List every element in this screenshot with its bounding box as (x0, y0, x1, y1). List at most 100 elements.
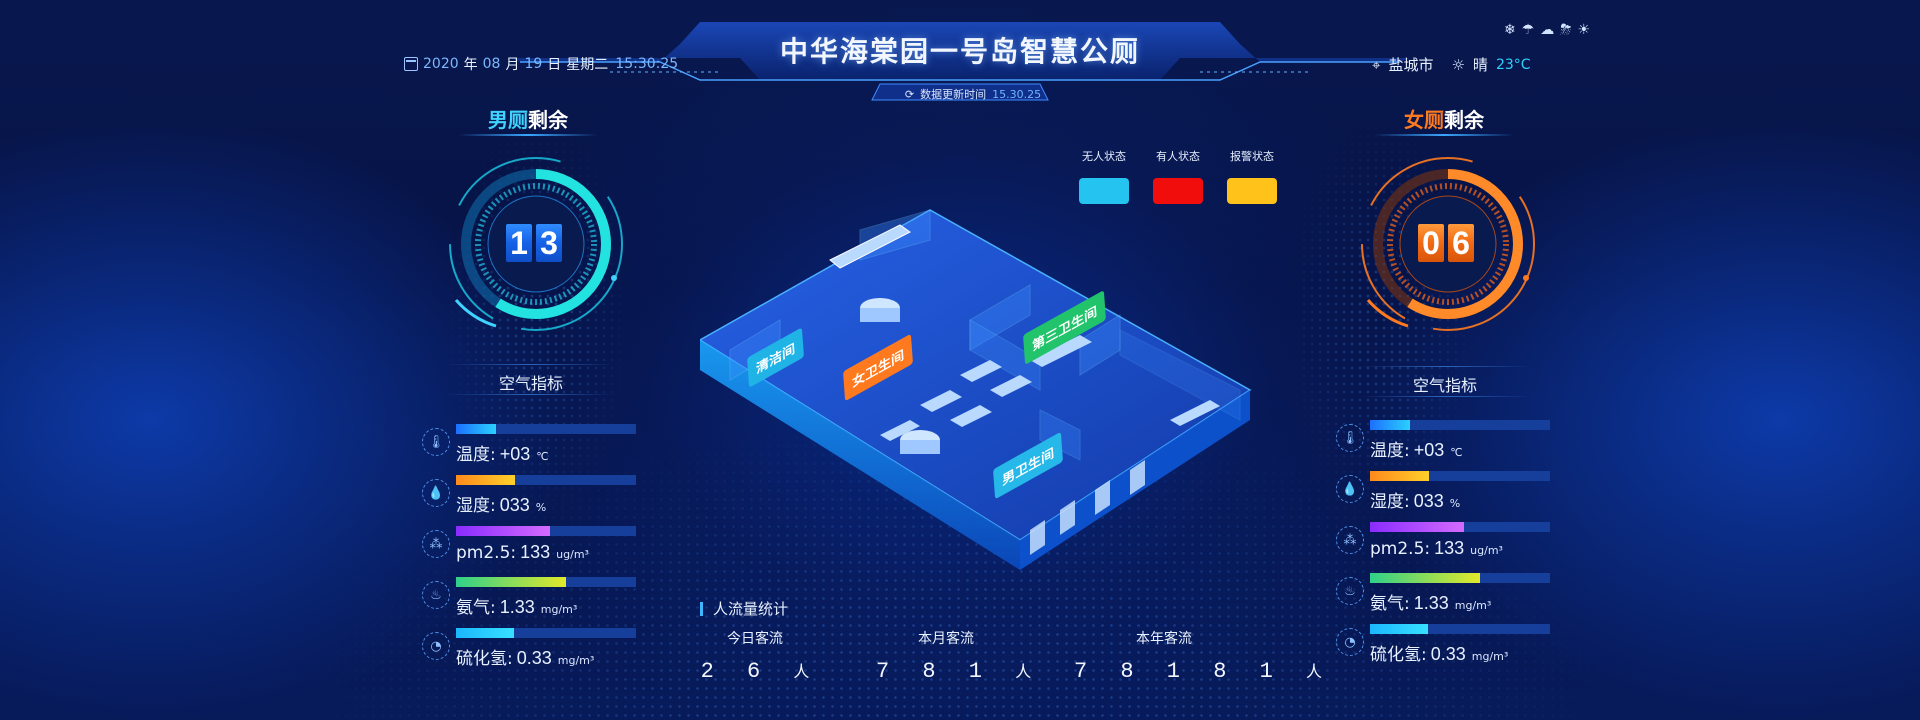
header-frame (510, 22, 1410, 101)
air-label: 温度: (456, 445, 496, 465)
male-suffix: 剩余 (528, 108, 568, 132)
update-time-value: 15.30.25 (992, 87, 1042, 101)
air-unit: ug/m³ (556, 548, 589, 561)
female-gender-label: 女 (1404, 108, 1424, 132)
air-level-track (1370, 522, 1550, 532)
male-digit-1: 1 (506, 224, 532, 262)
legend-alarm: 报警状态 (1226, 148, 1278, 204)
legend-label: 报警状态 (1230, 150, 1274, 163)
air-unit: ℃ (1450, 446, 1463, 459)
air-value: +03 (1413, 440, 1445, 460)
air-index-row: 🌡温度:+03℃ (422, 424, 662, 466)
air-reading: 湿度:033% (456, 491, 546, 516)
location-pin-icon: ⌖ (1372, 55, 1381, 74)
day-label: 日 (547, 57, 562, 73)
air-value: 0.33 (516, 648, 552, 668)
air-level-fill (456, 424, 496, 434)
male-title-text: 厕 (508, 108, 528, 132)
year-label: 年 (463, 57, 478, 73)
air-level-fill (456, 577, 566, 587)
update-label: 数据更新时间 (920, 88, 987, 101)
legend-swatch (1079, 178, 1129, 204)
traffic-year-value: 7 8 1 8 1 (1074, 659, 1283, 684)
air-index-row: ♨ 氨气:1.33 mg/m³ (1336, 573, 1576, 615)
traffic-month: 本月客流 7 8 1 人 (876, 628, 1031, 684)
rain-icon: ☂ (1521, 22, 1535, 38)
air-index-row: 💧湿度:033% (422, 475, 662, 517)
refresh-icon[interactable]: ⟳ (904, 87, 915, 101)
weather-icon-strip: ❄☂☁⛈☀ (1504, 22, 1590, 38)
air-label: 温度: (1370, 441, 1410, 461)
thermometer-icon: 🌡 (422, 428, 450, 456)
ammonia-icon: ♨ (1336, 577, 1364, 605)
sun-icon: ☼ (1451, 55, 1465, 74)
month-value: 08 (482, 56, 501, 72)
male-remaining-title: 男厕剩余 (458, 104, 598, 136)
city-name: 盐城市 (1388, 56, 1434, 74)
sun-icon: ☀ (1577, 22, 1591, 38)
traffic-month-label: 本月客流 (918, 631, 974, 647)
traffic-year: 本年客流 7 8 1 8 1 人 (1074, 628, 1322, 684)
air-unit: mg/m³ (1471, 650, 1509, 663)
air-index-row: ♨ 氨气:1.33 mg/m³ (422, 577, 662, 619)
ammonia-icon: ♨ (422, 581, 450, 609)
traffic-month-value: 7 8 1 (876, 659, 993, 684)
air-level-fill (456, 526, 550, 536)
air-reading: 湿度:033% (1370, 487, 1460, 512)
legend-label: 无人状态 (1082, 150, 1126, 163)
air-label: 湿度: (1370, 492, 1410, 512)
female-remaining-title: 女厕剩余 (1374, 104, 1514, 136)
floor-plan-3d[interactable] (700, 190, 1280, 590)
legend-swatch (1153, 178, 1203, 204)
air-unit: mg/m³ (1454, 599, 1492, 612)
male-gender-label: 男 (488, 108, 508, 132)
female-title-text: 厕 (1424, 108, 1444, 132)
female-digit-2: 6 (1448, 224, 1474, 262)
air-level-fill (456, 475, 516, 485)
air-level-fill (456, 628, 514, 638)
air-unit: mg/m³ (540, 603, 578, 616)
weekday: 星期二 (566, 57, 609, 73)
date-bar: 2020 年 08 月 19 日 星期二 15:30:25 (404, 54, 678, 74)
air-level-track (1370, 624, 1550, 634)
pm25-icon: ⁂ (1336, 526, 1364, 554)
air-level-track (1370, 573, 1550, 583)
air-label: 氨气: (456, 598, 496, 618)
air-value: 1.33 (499, 597, 535, 617)
traffic-month-unit: 人 (1015, 662, 1032, 681)
air-level-track (456, 628, 636, 638)
legend-label: 有人状态 (1156, 150, 1200, 163)
female-suffix: 剩余 (1444, 108, 1484, 132)
female-remaining-counter: 0 6 (1418, 224, 1474, 262)
weather-bar: ⌖ 盐城市 ☼ 晴 23°C (1372, 54, 1531, 75)
air-value: 033 (1413, 491, 1444, 511)
legend-occupied: 有人状态 (1152, 148, 1204, 204)
page-title: 中华海棠园一号岛智慧公厕 (779, 36, 1140, 67)
air-label: 氨气: (1370, 594, 1410, 614)
air-level-track (1370, 471, 1550, 481)
air-level-track (456, 526, 636, 536)
air-index-row: 💧湿度:033% (1336, 471, 1576, 513)
traffic-year-unit: 人 (1306, 662, 1323, 681)
data-update-time: ⟳ 数据更新时间 15.30.25 (888, 84, 1058, 104)
pm25-icon: ⁂ (422, 530, 450, 558)
air-label: pm2.5: (456, 543, 517, 563)
air-level-track (456, 475, 636, 485)
air-level-fill (1370, 471, 1430, 481)
thermometer-icon: 🌡 (1336, 424, 1364, 452)
traffic-today-value: 2 6 (700, 659, 771, 684)
weather-text: 晴 (1472, 56, 1488, 74)
h2s-icon: ◔ (1336, 628, 1364, 656)
traffic-today: 今日客流 2 6 人 (700, 628, 810, 684)
air-reading: 氨气:1.33 mg/m³ (456, 593, 577, 618)
air-level-track (456, 424, 636, 434)
air-value: 1.33 (1413, 593, 1449, 613)
air-label: 硫化氢: (456, 649, 513, 669)
air-unit: ℃ (536, 450, 549, 463)
month-label: 月 (505, 57, 520, 73)
air-level-fill (1370, 624, 1428, 634)
status-legend: 无人状态 有人状态 报警状态 (1078, 148, 1278, 204)
